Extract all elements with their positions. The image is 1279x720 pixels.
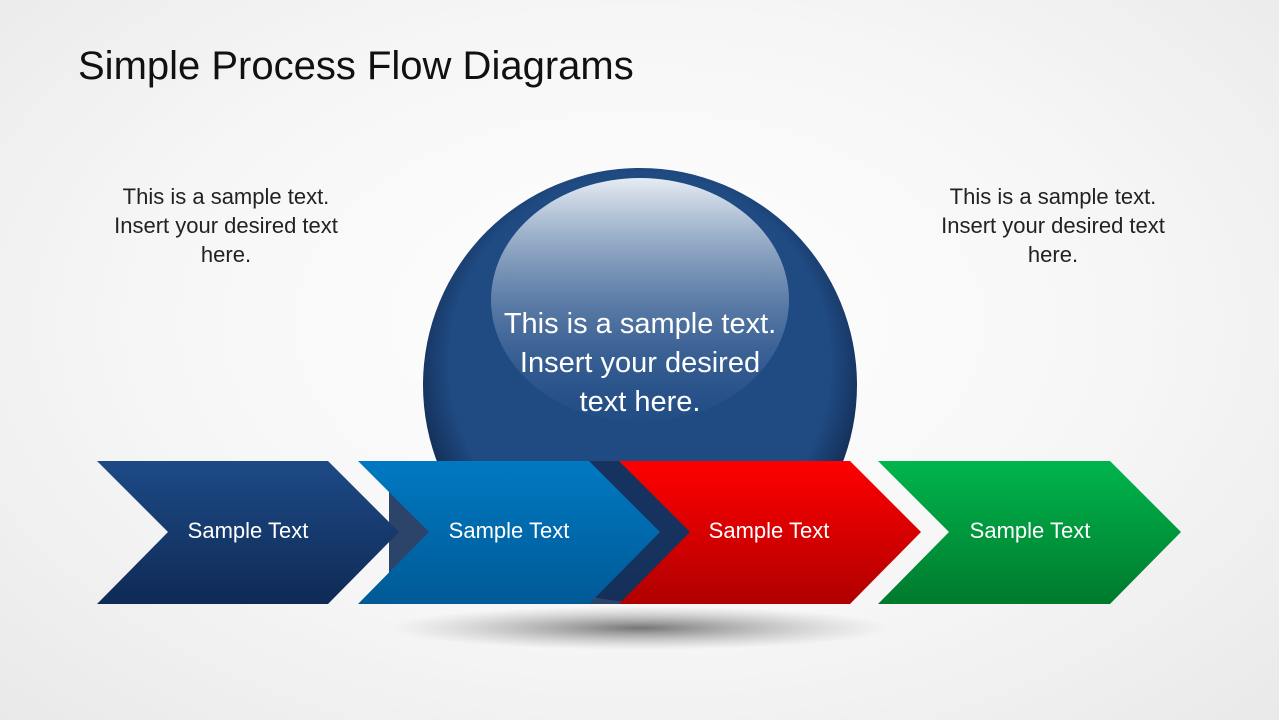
chevron-step-4[interactable] <box>878 461 1181 604</box>
step-3-label: Sample Text <box>708 518 830 543</box>
chevron-step-1[interactable] <box>97 461 399 604</box>
left-text-block: This is a sample text. Insert your desir… <box>76 182 376 269</box>
step-4-label: Sample Text <box>969 518 1091 543</box>
sphere-text-line: text here. <box>579 386 701 418</box>
chevron-step-2[interactable] <box>358 461 660 604</box>
left-text-line: Insert your desired text <box>114 213 338 238</box>
sphere-text-line: This is a sample text. <box>503 308 777 340</box>
step-2-label: Sample Text <box>448 518 570 543</box>
left-text-line: This is a sample text. <box>122 184 330 209</box>
left-text-line: here. <box>200 242 252 267</box>
right-text-line: Insert your desired text <box>941 213 1165 238</box>
right-text-line: This is a sample text. <box>949 184 1157 209</box>
sphere-text: This is a sample text. Insert your desir… <box>470 305 810 422</box>
chevron-step-3[interactable] <box>619 461 921 604</box>
step-1-label: Sample Text <box>187 518 309 543</box>
right-text-line: here. <box>1027 242 1079 267</box>
sphere-text-line: Insert your desired <box>519 347 761 379</box>
right-text-block: This is a sample text. Insert your desir… <box>903 182 1203 269</box>
sphere-shadow <box>390 606 890 650</box>
slide-title: Simple Process Flow Diagrams <box>78 44 634 88</box>
sphere-highlight <box>491 178 789 422</box>
